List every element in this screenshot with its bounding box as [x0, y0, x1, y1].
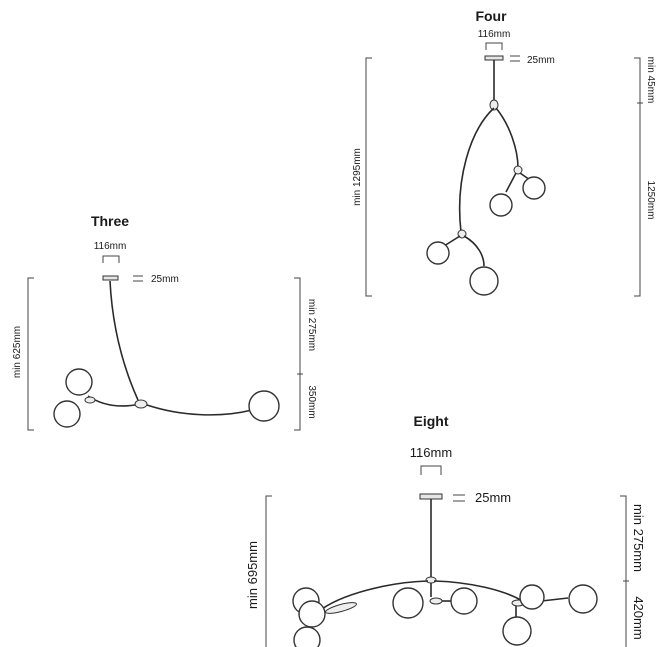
three-globe-2	[65, 368, 93, 396]
four-globe-2	[469, 266, 499, 296]
three-canopy	[102, 275, 119, 281]
three-canopy-height-label: 25mm	[151, 274, 179, 285]
three-globe-1	[248, 390, 280, 422]
four-branch-c	[505, 172, 517, 193]
four-canopy	[484, 55, 504, 61]
three-right-bracket	[294, 277, 303, 431]
eight-height-marker	[453, 494, 465, 502]
four-right-arm	[495, 107, 519, 169]
four-branch-b	[463, 235, 485, 267]
four-body-height-label: 1250mm	[645, 181, 656, 220]
three-width-bracket	[102, 255, 120, 263]
three-rod	[109, 280, 139, 401]
eight-canopy	[419, 493, 443, 500]
eight-canopy-height-label: 25mm	[475, 490, 511, 505]
eight-total-bracket	[265, 495, 272, 647]
eight-globe-3	[519, 584, 545, 610]
diagram-four: Four 116mm 25mm min 1295mm min 45mm 1250…	[352, 8, 656, 297]
four-left-arm	[458, 107, 495, 233]
four-total-bracket	[365, 57, 372, 297]
four-top-joint	[489, 99, 499, 111]
four-width-bracket	[485, 42, 503, 50]
four-title: Four	[475, 8, 507, 24]
eight-mid-joint	[429, 597, 443, 605]
eight-globe-5	[502, 616, 532, 646]
eight-globe-1	[392, 587, 424, 619]
four-upper-joint	[513, 165, 523, 175]
four-branch-a	[443, 235, 461, 247]
three-height-marker	[133, 275, 143, 282]
three-side-joint	[84, 396, 96, 404]
three-right-arm	[146, 404, 253, 416]
eight-right-bracket	[620, 495, 629, 647]
eight-globe-8	[293, 626, 321, 647]
eight-top-joint	[425, 576, 437, 584]
three-title: Three	[91, 213, 129, 229]
eight-left-joint	[325, 602, 357, 614]
eight-width-bracket	[420, 465, 442, 475]
eight-globe-4	[568, 584, 598, 614]
four-canopy-width-label: 116mm	[478, 29, 511, 40]
four-globe-3	[489, 193, 513, 217]
diagram-three: Three 116mm 25mm min 625mm min 275mm 350…	[12, 213, 317, 431]
four-total-height-label: min 1295mm	[352, 148, 363, 206]
eight-left-arm	[317, 580, 429, 613]
four-right-bracket	[634, 57, 643, 297]
three-globe-3	[53, 400, 81, 428]
eight-globe-2	[450, 587, 478, 615]
eight-title: Eight	[414, 413, 449, 429]
four-min-drop-label: min 45mm	[645, 57, 656, 104]
four-globe-4	[522, 176, 546, 200]
eight-body-height-label: 420mm	[631, 596, 646, 639]
eight-canopy-width-label: 116mm	[410, 445, 452, 460]
three-body-height-label: 350mm	[306, 385, 317, 418]
diagram-eight: Eight 116mm 25mm min 695mm min 275mm 420…	[245, 413, 646, 647]
eight-min-drop-label: min 275mm	[631, 504, 646, 572]
three-total-height-label: min 625mm	[12, 326, 23, 378]
eight-globe-7	[298, 600, 326, 628]
three-joint	[134, 399, 148, 409]
four-canopy-height-label: 25mm	[527, 55, 555, 66]
three-canopy-width-label: 116mm	[94, 241, 127, 252]
eight-total-height-label: min 695mm	[245, 541, 260, 609]
eight-right-arm	[433, 580, 525, 603]
three-min-drop-label: min 275mm	[306, 299, 317, 351]
four-globe-1	[426, 241, 450, 265]
four-height-marker	[510, 55, 520, 62]
three-total-bracket	[27, 277, 34, 431]
